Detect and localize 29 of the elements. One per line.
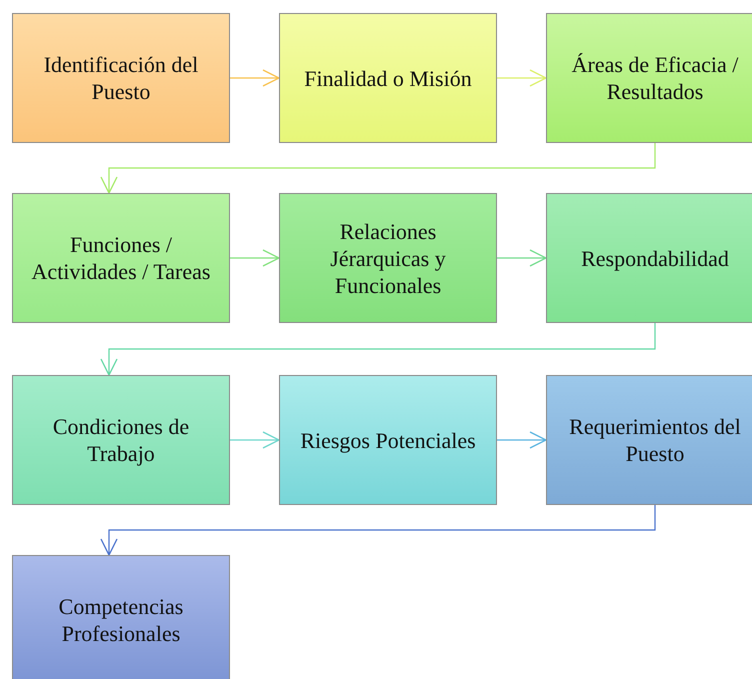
process-box	[546, 13, 752, 143]
process-box	[279, 193, 497, 323]
arrow	[100, 143, 656, 194]
process-box	[12, 375, 230, 505]
box-label: Riesgos Potenciales	[300, 426, 476, 454]
process-box	[279, 13, 497, 143]
box-label: Identificación del Puesto	[42, 51, 200, 105]
arrow	[497, 431, 547, 449]
process-box	[12, 193, 230, 323]
arrow	[497, 69, 547, 87]
process-box	[279, 375, 497, 505]
arrow	[100, 505, 656, 556]
box-label: Requerimientos del Puesto	[568, 413, 742, 467]
box-label: Áreas de Eficacia / Resultados	[570, 51, 740, 105]
box-label: Respondabilidad	[581, 244, 729, 272]
box-label: Finalidad o Misión	[304, 64, 472, 92]
process-box	[546, 375, 752, 505]
box-label: Funciones / Actividades / Tareas	[30, 231, 212, 285]
arrow	[230, 431, 280, 449]
arrow	[100, 323, 656, 376]
box-label: Condiciones de Trabajo	[52, 413, 190, 467]
arrow	[230, 249, 280, 267]
process-box	[12, 13, 230, 143]
process-box	[546, 193, 752, 323]
arrow	[497, 249, 547, 267]
arrow	[230, 69, 280, 87]
box-label: Relaciones Jérarquicas y Funcionales	[329, 218, 447, 298]
process-box	[12, 555, 230, 679]
box-label: Competencias Profesionales	[58, 593, 184, 647]
